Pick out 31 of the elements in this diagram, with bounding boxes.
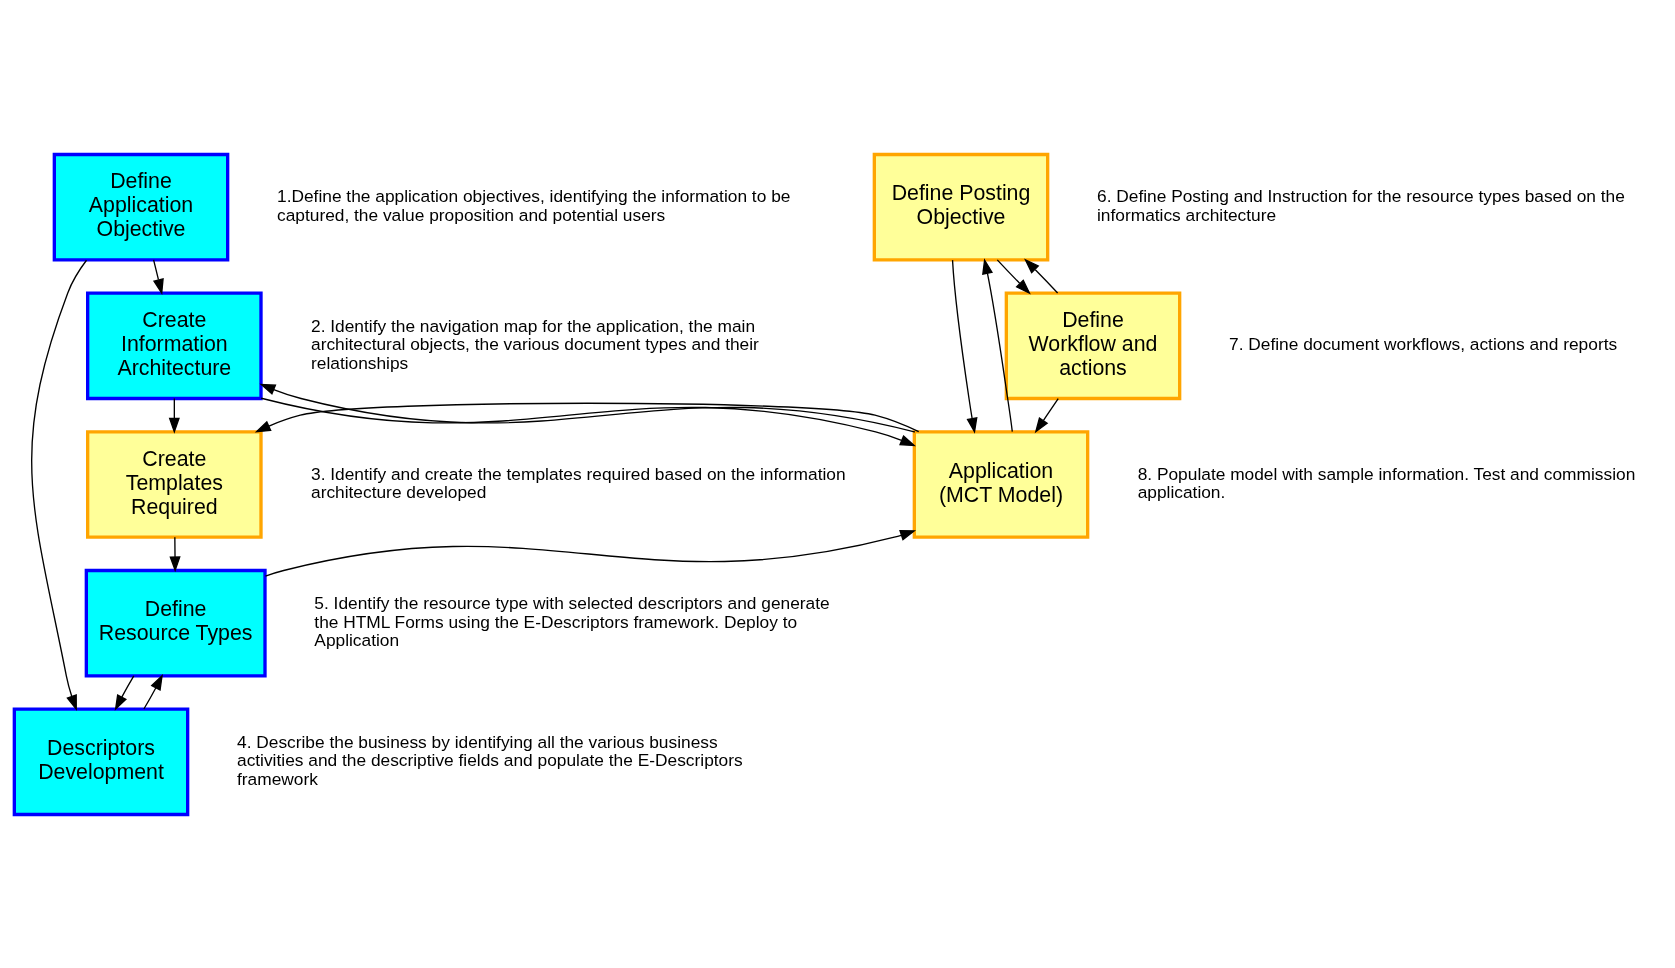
node-box: Define Posting Objective xyxy=(872,152,1049,261)
arrow xyxy=(142,673,163,710)
node-box: Define Resource Types xyxy=(84,568,267,677)
node-box: Create Information Architecture xyxy=(85,291,263,400)
arrow xyxy=(114,674,134,711)
node-label: 4. Describe the business by identifying all the various business activities and the descriptive fields and populate the E-Descriptors framework xyxy=(236,731,743,789)
arrow xyxy=(981,257,1013,432)
node-label: 2. Identify the navigation map for the application, the main architectural objects, the various document types and their relationships xyxy=(310,315,759,373)
node-box: Application (MCT Model) xyxy=(912,429,1089,539)
node-label: 5. Identify the resource type with selected descriptors and generate the HTML Forms using the E-Descriptors framework. Deploy to Application xyxy=(313,592,830,650)
arrow xyxy=(254,402,919,433)
arrow xyxy=(258,383,916,433)
arrow xyxy=(259,397,916,446)
arrow xyxy=(168,536,181,572)
arrow xyxy=(264,529,916,577)
node-box: Define Workflow and actions xyxy=(1004,291,1181,400)
arrow xyxy=(168,397,180,434)
node-label: 3. Identify and create the templates required based on the information architecture developed xyxy=(310,463,846,502)
node-box: Define Application Objective xyxy=(52,152,229,261)
arrow xyxy=(152,258,164,295)
arrow xyxy=(1023,258,1058,294)
node-box: Descriptors Development xyxy=(12,707,189,816)
node-label: 6. Define Posting and Instruction for the resource types based on the informatics architecture xyxy=(1096,185,1625,225)
arrow xyxy=(30,259,87,711)
arrow xyxy=(951,258,978,434)
node-label: 7. Define document workflows, actions and reports xyxy=(1228,333,1617,354)
node-label: 8. Populate model with sample information. Test and commission application. xyxy=(1137,463,1635,502)
node-box: Create Templates Required xyxy=(85,429,263,539)
arrow xyxy=(996,258,1031,294)
arrow xyxy=(1034,397,1059,433)
node-label: 1.Define the application objectives, identifying the information to be captured, the value proposition and potential users xyxy=(276,185,790,225)
